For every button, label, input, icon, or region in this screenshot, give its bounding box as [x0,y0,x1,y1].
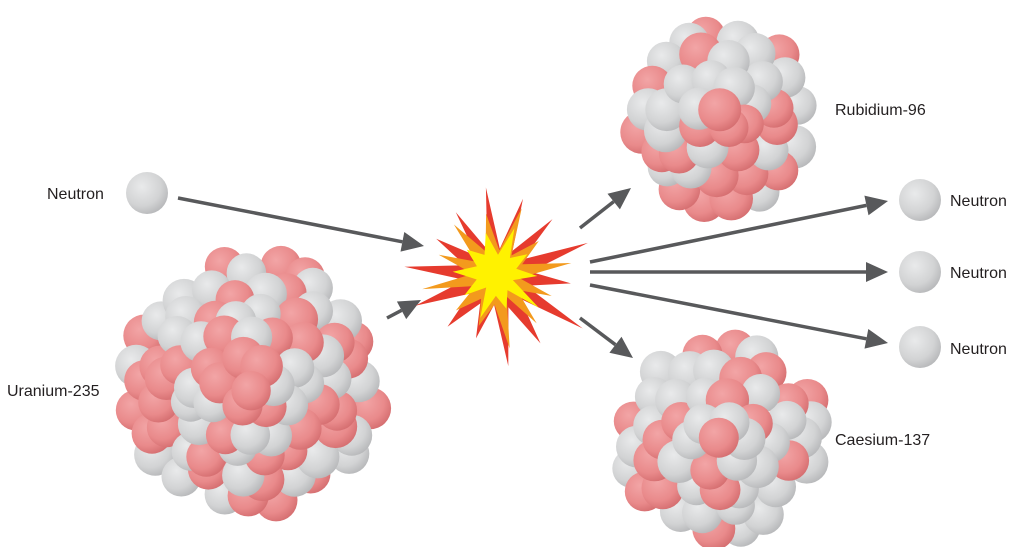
arrow-to-rubidium-shaft [578,200,615,230]
arrows [177,188,888,358]
arrow-to-caesium-shaft [578,316,617,347]
incoming-neutron-label: Neutron [47,186,104,203]
released-neutron-1-label: Neutron [950,193,1007,210]
released-neutron-2-icon [899,251,941,293]
arrow-neutron-in-shaft [177,196,403,244]
arrow-neutron-in-head-icon [400,232,424,252]
uranium-235-nucleus [115,245,392,522]
proton-sphere [231,371,271,411]
arrow-to-neutron-3-head-icon [864,329,888,349]
arrow-to-neutron-1-head-icon [864,195,888,216]
arrow-to-caesium-head-icon [609,336,633,358]
released-neutron-3-label: Neutron [950,341,1007,358]
arrow-to-neutron-3-shaft [589,283,867,341]
fission-explosion-icon [404,187,588,367]
arrow-to-neutron-2-head-icon [866,262,888,282]
caesium-137-nucleus [612,329,832,547]
flash-core-burst [452,228,539,318]
proton-sphere [698,88,742,132]
caesium-137-label: Caesium-137 [835,432,930,449]
released-neutron-1-icon [899,179,941,221]
released-neutron-3-icon [899,326,941,368]
arrow-uranium-in-shaft [386,308,403,320]
released-neutron-2-label: Neutron [950,265,1007,282]
rubidium-96-nucleus [620,16,817,222]
uranium-235-label: Uranium-235 [7,383,100,400]
arrow-uranium-in-head-icon [396,300,421,320]
incoming-neutron-icon [126,172,168,214]
neutron-sphere [741,374,781,413]
arrow-to-neutron-1-shaft [589,203,867,264]
arrow-to-rubidium-head-icon [607,188,631,210]
rubidium-96-label: Rubidium-96 [835,102,926,119]
proton-sphere [698,417,739,458]
